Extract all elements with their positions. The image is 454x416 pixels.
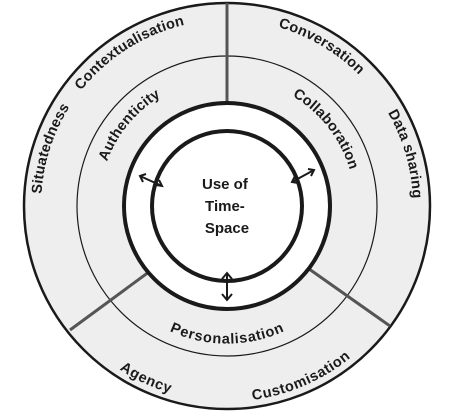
divider-bottom-right bbox=[301, 262, 391, 328]
center-line-2: Time- bbox=[205, 198, 245, 215]
center-label: Use of Time- Space bbox=[202, 176, 252, 237]
center-line-1: Use of bbox=[202, 176, 249, 193]
arrow-personalisation bbox=[221, 271, 233, 302]
arrow-authenticity bbox=[138, 173, 164, 188]
divider-bottom-left bbox=[69, 264, 158, 332]
arrow-collaboration bbox=[290, 168, 316, 184]
center-line-3: Space bbox=[205, 220, 249, 237]
